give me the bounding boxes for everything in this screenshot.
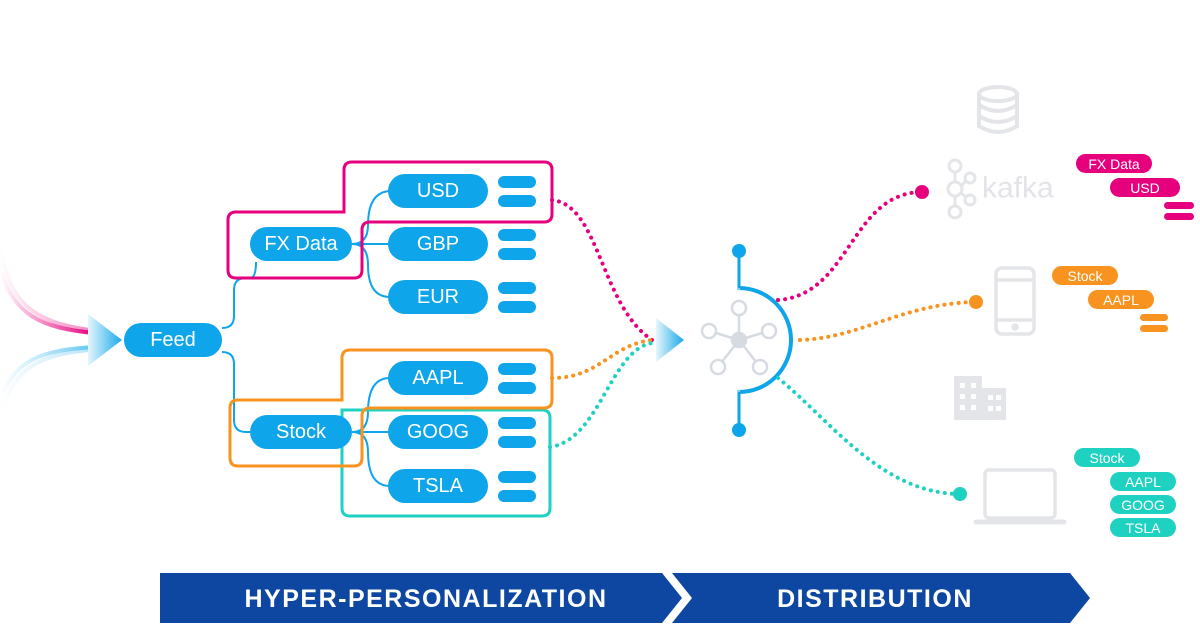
input-arrow-icon [88, 314, 122, 366]
building-icon [954, 376, 1006, 420]
network-hub-icon [700, 244, 793, 437]
process-banner: HYPER-PERSONALIZATION DISTRIBUTION [160, 573, 1090, 623]
gbp-label: GBP [417, 233, 459, 255]
laptop-tag-tsla: TSLA [1125, 520, 1161, 536]
aapl-label: AAPL [412, 367, 463, 389]
stock-label: Stock [276, 421, 327, 443]
fx-group-outline [226, 160, 554, 280]
tree-connectors [221, 190, 391, 487]
dotted-streams-out [776, 190, 974, 496]
kafka-tag-usd: USD [1130, 180, 1160, 196]
banner-right-label: DISTRIBUTION [777, 585, 973, 613]
mobile-tag-aapl: AAPL [1103, 292, 1139, 308]
feed-label: Feed [150, 329, 196, 351]
usd-label: USD [417, 180, 459, 202]
kafka-tag-fx-data: FX Data [1088, 156, 1140, 172]
hub-arrow-icon [656, 318, 684, 362]
kafka-logo-icon [946, 158, 977, 220]
database-icon [977, 85, 1019, 134]
goog-node: GOOG [388, 415, 536, 449]
banner-right-segment [672, 573, 1090, 623]
usd-node: USD [388, 174, 536, 208]
mobile-endpoint-dot [969, 295, 983, 309]
laptop-endpoint-dot [953, 487, 967, 501]
laptop-tag-stock: Stock [1089, 450, 1125, 466]
kafka-tags: FX Data USD [1076, 154, 1194, 220]
eur-node: EUR [388, 280, 536, 314]
laptop-tag-aapl: AAPL [1125, 474, 1161, 490]
aapl-node: AAPL [388, 361, 536, 395]
tsla-label: TSLA [413, 475, 464, 497]
smartphone-icon [994, 266, 1036, 336]
fx-data-label: FX Data [264, 233, 338, 255]
dotted-streams-in [548, 198, 654, 449]
kafka-wordmark: kafka [982, 172, 1054, 205]
mobile-tags: Stock AAPL [1052, 266, 1168, 332]
teal-outline [340, 408, 552, 518]
laptop-tag-goog: GOOG [1121, 497, 1165, 513]
stock-group-outline [228, 348, 554, 468]
gbp-node: GBP [388, 227, 536, 261]
laptop-icon [973, 468, 1067, 525]
feed-node: Feed [124, 323, 222, 357]
mobile-tag-stock: Stock [1067, 268, 1103, 284]
fx-data-node: FX Data [250, 227, 352, 261]
eur-label: EUR [417, 286, 459, 308]
kafka-endpoint-dot [915, 185, 929, 199]
laptop-tags: Stock AAPL GOOG TSLA [1074, 448, 1176, 537]
banner-left-segment [160, 573, 682, 623]
goog-label: GOOG [407, 421, 469, 443]
tsla-node: TSLA [388, 469, 536, 503]
incoming-streams [0, 249, 96, 421]
stock-node: Stock [250, 415, 352, 449]
banner-left-label: HYPER-PERSONALIZATION [245, 585, 608, 613]
